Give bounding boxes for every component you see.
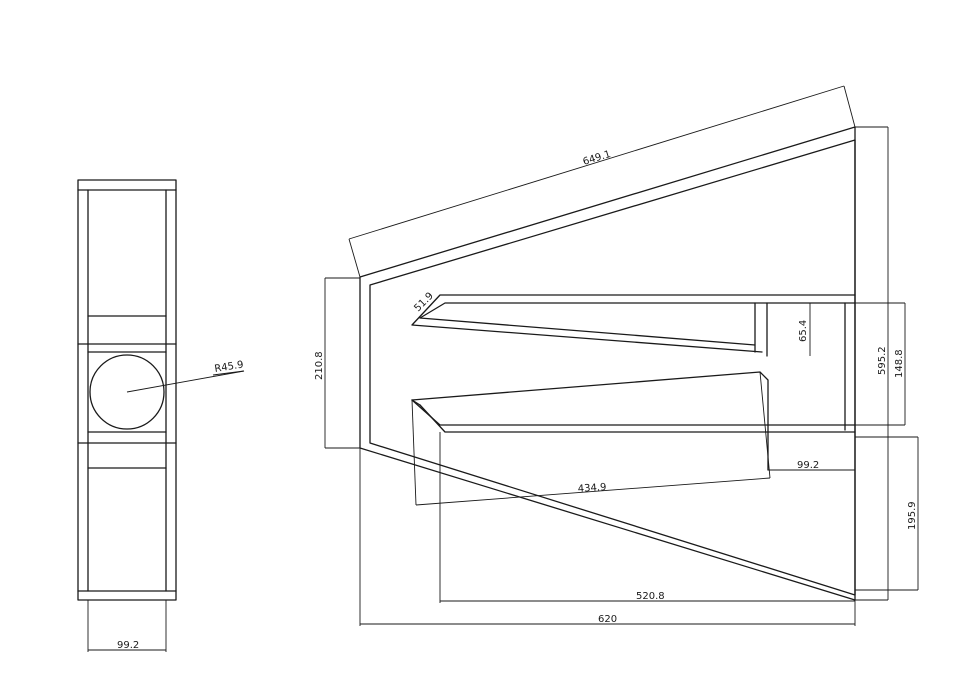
diagonal-dim-line xyxy=(415,477,771,506)
lower-baffle-top xyxy=(411,399,856,426)
angle-dim-line xyxy=(411,294,441,326)
dim-extension xyxy=(759,371,771,479)
dim-extension xyxy=(411,399,417,506)
bottom-inner-dim-label: 520.8 xyxy=(636,591,665,602)
driver-circle xyxy=(89,354,165,430)
horn-outer-outline xyxy=(359,126,856,601)
upper-baffle-inner xyxy=(419,302,856,346)
width-dim-label: 99.2 xyxy=(117,640,139,651)
top-edge-dim-line xyxy=(348,85,845,240)
side-view: R45.9 99.2 xyxy=(77,179,245,652)
right-lower-dim-label: 195.9 xyxy=(907,501,918,530)
side-view-outline xyxy=(77,179,177,601)
horn-inner-outline xyxy=(369,139,856,596)
radius-leader xyxy=(126,370,245,393)
lower-baffle-corner xyxy=(411,399,421,406)
radius-leader-tail xyxy=(212,370,245,376)
top-view: 649.1 210.8 51.9 65.4 99.2 434.9 xyxy=(314,85,919,626)
bottom-total-dim-label: 620 xyxy=(598,614,617,625)
slot-height-dim-label: 65.4 xyxy=(798,320,809,342)
right-inner-dim-label: 148.8 xyxy=(894,349,905,378)
inner-width-dim-label: 99.2 xyxy=(797,460,819,471)
top-edge-dim-label: 649.1 xyxy=(582,149,613,168)
dim-extension xyxy=(348,238,361,278)
radius-dim-label: R45.9 xyxy=(214,360,245,375)
lower-baffle-inner xyxy=(419,404,856,433)
dim-extension xyxy=(843,85,856,128)
diagonal-dim-label: 434.9 xyxy=(577,482,606,495)
lower-baffle-outline xyxy=(411,371,769,471)
left-height-dim-label: 210.8 xyxy=(314,351,325,380)
right-outer-dim-label: 595.2 xyxy=(877,346,888,375)
